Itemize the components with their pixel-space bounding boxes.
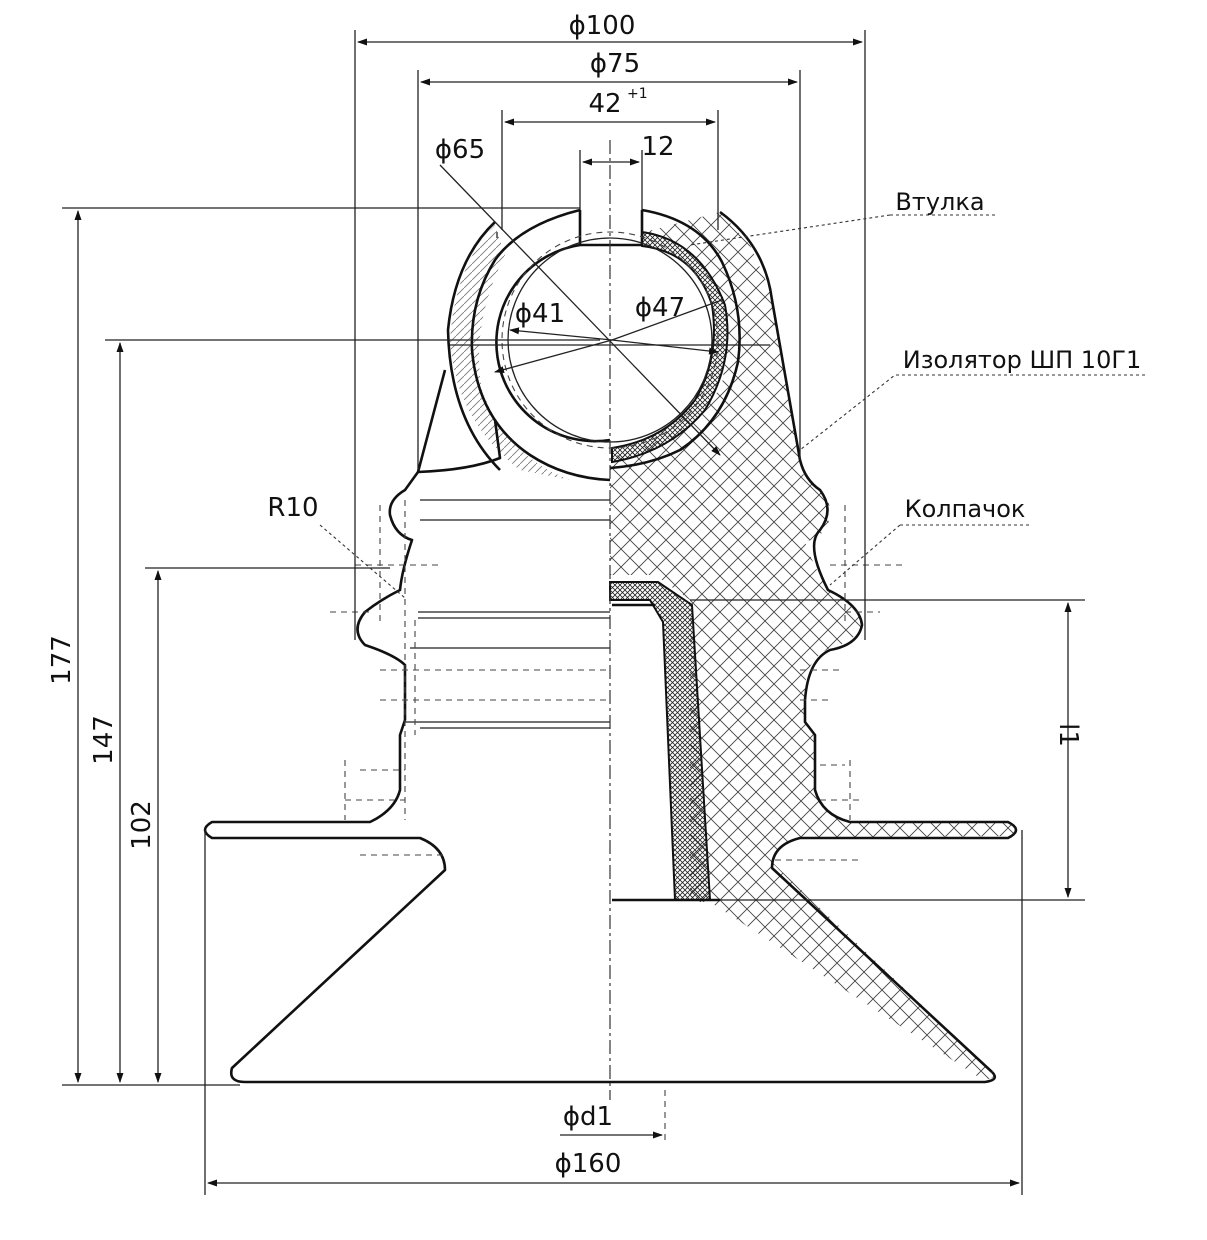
insulator-outline bbox=[203, 208, 1018, 1084]
dimension-labels: ϕ100 ϕ75 42 +1 ϕ65 12 ϕ41 ϕ47 R10 177 14… bbox=[47, 11, 1083, 1179]
dim-w42-tolerance: +1 bbox=[627, 86, 648, 102]
dim-h177: 177 bbox=[47, 635, 77, 685]
dim-dd1: ϕd1 bbox=[563, 1102, 613, 1132]
dim-h147: 147 bbox=[89, 715, 119, 765]
label-insulator: Изолятор ШП 10Г1 bbox=[903, 346, 1142, 374]
dim-d47: ϕ47 bbox=[635, 293, 685, 323]
extension-lines bbox=[62, 30, 1085, 1195]
part-labels: Втулка Изолятор ШП 10Г1 Колпачок bbox=[895, 188, 1141, 523]
dim-w12: 12 bbox=[641, 132, 674, 162]
label-cap: Колпачок bbox=[905, 495, 1026, 523]
center-lines bbox=[330, 140, 905, 1140]
dim-d160: ϕ160 bbox=[555, 1149, 622, 1179]
dim-h102: 102 bbox=[127, 800, 157, 850]
label-bushing: Втулка bbox=[895, 188, 984, 216]
dim-r10: R10 bbox=[267, 493, 318, 523]
dim-d75: ϕ75 bbox=[590, 49, 640, 79]
dim-d41: ϕ41 bbox=[515, 299, 565, 329]
dim-d65: ϕ65 bbox=[435, 135, 485, 165]
leader-lines bbox=[319, 214, 1145, 599]
dim-w42: 42 bbox=[588, 89, 621, 119]
shell-left-hatch bbox=[450, 225, 570, 480]
dimension-lines bbox=[74, 38, 1072, 1187]
dim-d100: ϕ100 bbox=[569, 11, 636, 41]
insulator-section bbox=[609, 212, 1016, 1080]
dim-l1: l1 bbox=[1053, 723, 1083, 747]
